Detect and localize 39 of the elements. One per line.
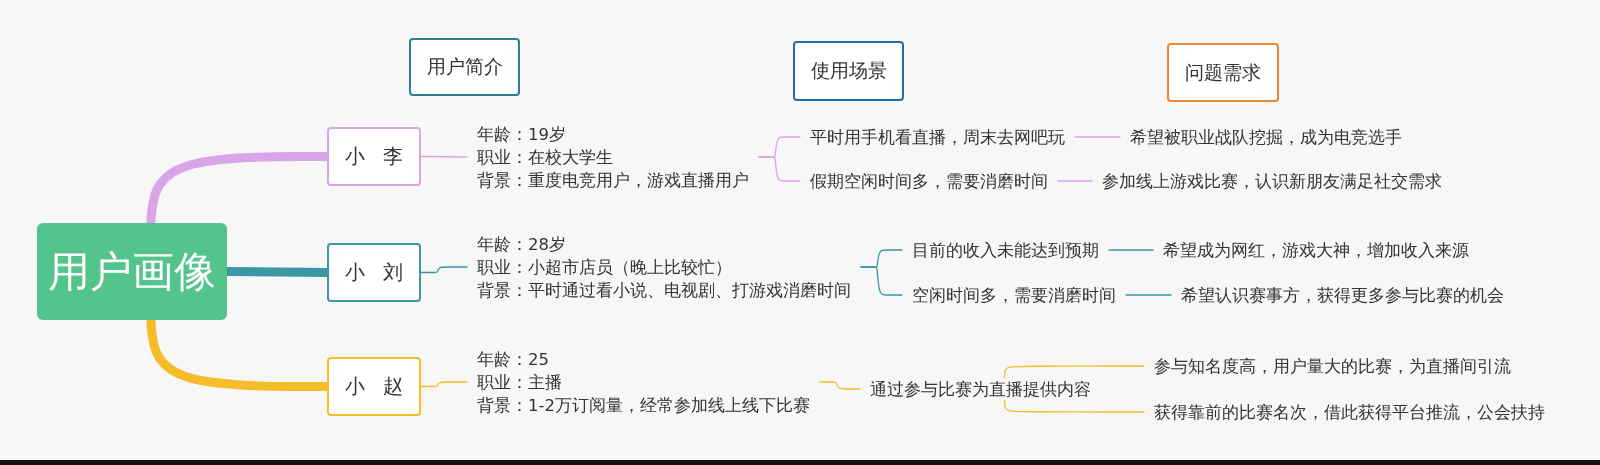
connector-line <box>1108 249 1154 251</box>
connector-line <box>420 155 468 158</box>
need-text: 希望认识赛事方，获得更多参与比赛的机会 <box>1171 283 1514 307</box>
central-topic-box: 用户画像 <box>37 223 227 320</box>
category-header: 问题需求 <box>1167 43 1279 102</box>
persona-box: 小 刘 <box>327 243 421 302</box>
connector-line <box>420 381 468 388</box>
connector-line <box>1074 136 1121 138</box>
scenario-text: 假期空闲时间多，需要消磨时间 <box>800 169 1058 193</box>
connector-line <box>1125 294 1172 296</box>
need-text: 参与知名度高，用户量大的比赛，为直播间引流 <box>1144 354 1521 378</box>
profile-line: 职业：小超市店员（晚上比较忙） <box>477 256 733 279</box>
connector-line <box>1003 365 1145 379</box>
scenario-text: 通过参与比赛为直播提供内容 <box>860 377 1101 401</box>
connector-line <box>860 266 903 296</box>
connector-line <box>1057 180 1093 182</box>
profile-line: 背景：重度电竞用户，游戏直播用户 <box>477 169 749 192</box>
connector-line <box>819 381 861 390</box>
scenario-text: 目前的收入未能达到预期 <box>902 238 1109 262</box>
category-header: 用户简介 <box>409 38 520 96</box>
need-text: 参加线上游戏比赛，认识新朋友满足社交需求 <box>1092 169 1452 193</box>
profile-line: 职业：在校大学生 <box>477 146 614 169</box>
scenario-text: 空闲时间多，需要消磨时间 <box>902 283 1126 307</box>
profile-line: 背景：1-2万订阅量，经常参加线上线下比赛 <box>477 394 810 417</box>
profile-line: 年龄：25 <box>477 348 550 371</box>
profile-line: 年龄：19岁 <box>477 123 567 146</box>
persona-box: 小 李 <box>327 127 421 186</box>
need-text: 希望被职业战队挖掘，成为电竞选手 <box>1120 125 1412 149</box>
connector-line <box>758 156 801 182</box>
need-text: 获得靠前的比赛名次，借此获得平台推流，公会扶持 <box>1144 400 1555 424</box>
category-header: 使用场景 <box>793 41 904 101</box>
persona-box: 小 赵 <box>327 357 421 416</box>
profile-line: 年龄：28岁 <box>477 233 567 256</box>
profile-line: 背景：平时通过看小说、电视剧、打游戏消磨时间 <box>477 279 851 302</box>
profile-line: 职业：主播 <box>477 371 563 394</box>
need-text: 希望成为网红，游戏大神，增加收入来源 <box>1153 238 1479 262</box>
scenario-text: 平时用手机看直播，周末去网吧玩 <box>800 125 1075 149</box>
connector-line <box>1003 399 1145 413</box>
connector-line <box>420 266 468 274</box>
